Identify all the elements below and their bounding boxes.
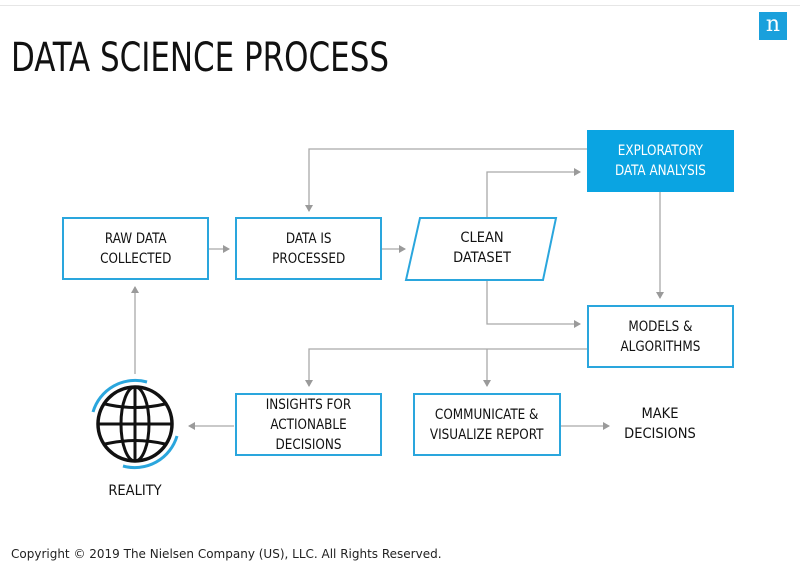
arrow-eda-to-processed (305, 148, 588, 212)
models-box: MODELS & ALGORITHMS (587, 305, 734, 368)
arrow-clean-to-eda (486, 168, 581, 218)
globe-icon (91, 378, 179, 470)
insights-box: INSIGHTS FOR ACTIONABLE DECISIONS (235, 393, 382, 456)
eda-box: EXPLORATORY DATA ANALYSIS (587, 130, 734, 192)
copyright-notice: Copyright © 2019 The Nielsen Company (US… (11, 547, 442, 561)
data-processed-label: DATA IS PROCESSED (271, 230, 346, 267)
page-title: DATA SCIENCE PROCESS (11, 35, 390, 81)
reality-label: REALITY (108, 483, 162, 499)
raw-data-box: RAW DATA COLLECTED (62, 217, 209, 280)
clean-dataset-shape (404, 217, 558, 281)
arrow-models-to-insights (305, 348, 587, 387)
arrow-clean-to-models (486, 281, 581, 328)
eda-label: EXPLORATORY DATA ANALYSIS (615, 143, 706, 179)
make-decisions-label: MAKE DECISIONS (624, 406, 696, 442)
nielsen-logo: n (759, 12, 787, 40)
raw-data-label: RAW DATA COLLECTED (99, 230, 172, 267)
communicate-box: COMMUNICATE & VISUALIZE REPORT (413, 393, 561, 456)
top-divider (0, 5, 800, 6)
clean-dataset-label: CLEAN DATASET (453, 230, 511, 266)
insights-label: INSIGHTS FOR ACTIONABLE DECISIONS (265, 396, 352, 453)
communicate-label: COMMUNICATE & VISUALIZE REPORT (430, 406, 544, 443)
models-label: MODELS & ALGORITHMS (620, 318, 701, 355)
data-processed-box: DATA IS PROCESSED (235, 217, 382, 280)
